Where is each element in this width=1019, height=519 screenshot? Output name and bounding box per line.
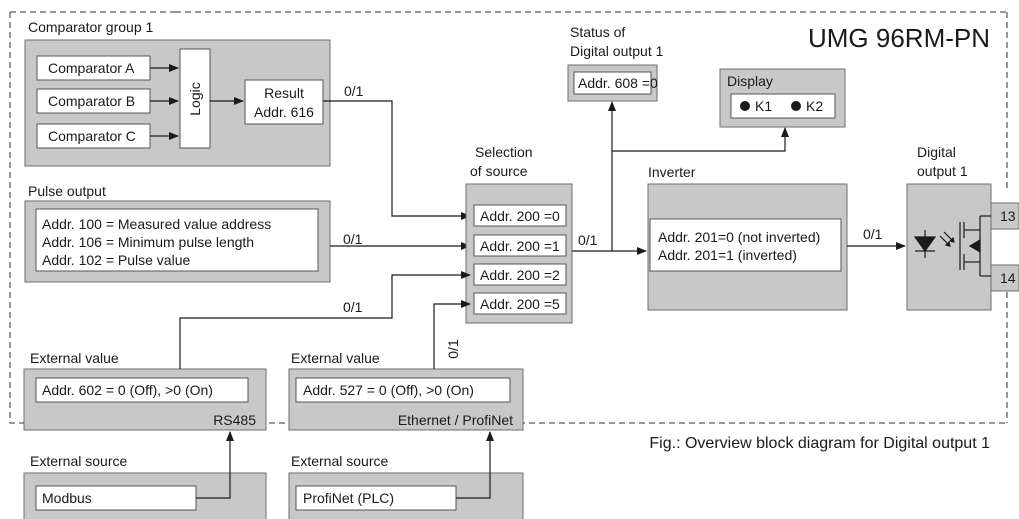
result-addr: Addr. 616: [254, 104, 314, 120]
status-label-2: Digital output 1: [570, 43, 664, 59]
ext-source-modbus-value: Modbus: [42, 490, 92, 506]
inverter-label: Inverter: [648, 164, 696, 180]
ext-value-rs485-value: Addr. 602 = 0 (Off), >0 (On): [42, 382, 213, 398]
ext-source-profinet-label: External source: [291, 453, 388, 469]
selection-item-2-box: [473, 263, 567, 286]
ext-value-profinet-value: Addr. 527 = 0 (Off), >0 (On): [303, 382, 474, 398]
digital-output-label-2: output 1: [917, 163, 968, 179]
ext-value-rs485-inner: [35, 377, 249, 403]
comparator-a-box: [36, 55, 151, 81]
device-title: UMG 96RM-PN: [808, 23, 990, 53]
status-inner: [573, 71, 652, 95]
display-label: Display: [727, 73, 773, 89]
selection-item-0: Addr. 200 =0: [480, 208, 560, 224]
terminal-14-box: [990, 264, 1019, 292]
profinet-to-selection-line: [433, 300, 471, 369]
inverter-signal-label: 0/1: [863, 226, 883, 242]
result-label: Result: [264, 85, 304, 101]
inverter-line-1: Addr. 201=0 (not inverted): [658, 229, 820, 245]
pulse-signal-label: 0/1: [343, 231, 363, 247]
selection-label-2: of source: [470, 163, 528, 179]
pulse-line-3: Addr. 102 = Pulse value: [42, 252, 190, 268]
pulse-line-1: Addr. 100 = Measured value address: [42, 216, 271, 232]
terminal-14: 14: [1000, 270, 1016, 286]
k2-led-icon: [791, 101, 801, 111]
comparator-b-box: [36, 88, 151, 114]
ext-value-profinet-inner: [295, 377, 511, 403]
comparator-c-box: [36, 123, 151, 149]
figure-caption: Fig.: Overview block diagram for Digital…: [649, 435, 990, 452]
optocoupler-icon: [913, 215, 991, 277]
display-k2: K2: [806, 98, 823, 114]
status-value: Addr. 608 =0: [578, 75, 658, 91]
ext-value-profinet-label: External value: [291, 350, 380, 366]
pulse-output-inner: [35, 208, 319, 272]
terminal-13: 13: [1000, 208, 1016, 224]
comparator-signal-label: 0/1: [344, 83, 364, 99]
result-box: [244, 79, 324, 125]
ext-value-profinet-interface: Ethernet / ProfiNet: [398, 412, 513, 428]
selection-signal-label: 0/1: [578, 232, 598, 248]
comparator-b-label: Comparator B: [48, 93, 135, 109]
status-label-1: Status of: [570, 24, 625, 40]
comparator-a-label: Comparator A: [48, 60, 135, 76]
plc-to-profinet-line: [456, 431, 494, 499]
ext-value-rs485-interface: RS485: [213, 412, 256, 428]
comparator-c-label: Comparator C: [48, 128, 136, 144]
display-branch-line: [612, 127, 789, 152]
selection-item-0-box: [473, 204, 567, 227]
display-k1: K1: [755, 98, 772, 114]
profinet-signal-label: 0/1: [445, 339, 461, 359]
comparator-group-label: Comparator group 1: [28, 19, 154, 35]
logic-label: Logic: [187, 82, 203, 115]
selection-item-1-box: [473, 234, 567, 257]
device-boundary: [9, 11, 1008, 424]
pulse-output-label: Pulse output: [28, 183, 106, 199]
selection-item-1: Addr. 200 =1: [480, 238, 560, 254]
modbus-to-rs485-line: [196, 431, 234, 499]
ext-source-profinet-value: ProfiNet (PLC): [303, 490, 394, 506]
selection-item-3-box: [473, 292, 567, 315]
ext-value-rs485-label: External value: [30, 350, 119, 366]
rs485-to-selection-line: [179, 271, 471, 369]
comparator-to-selection-line: [323, 100, 471, 220]
rs485-signal-label: 0/1: [343, 299, 363, 315]
k1-led-icon: [740, 101, 750, 111]
ext-source-profinet-inner: [295, 485, 457, 511]
digital-output-label-1: Digital: [917, 144, 956, 160]
inverter-line-2: Addr. 201=1 (inverted): [658, 247, 797, 263]
selection-label-1: Selection: [475, 144, 533, 160]
inverter-inner: [649, 218, 842, 272]
pulse-line-2: Addr. 106 = Minimum pulse length: [42, 234, 254, 250]
selection-item-3: Addr. 200 =5: [480, 296, 560, 312]
selection-item-2: Addr. 200 =2: [480, 267, 560, 283]
logic-box: [179, 48, 211, 149]
ext-source-modbus-label: External source: [30, 453, 127, 469]
